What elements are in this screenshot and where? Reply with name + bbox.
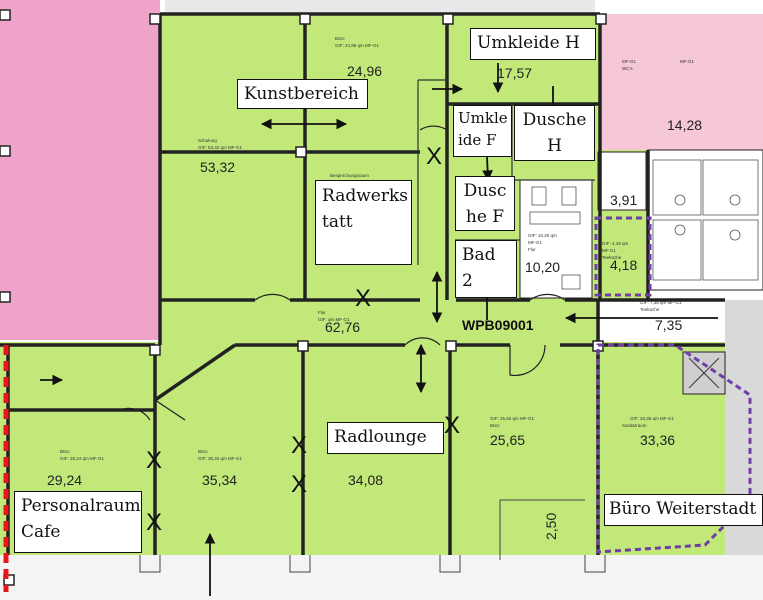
label-umkleide-f-line1: Umkle — [458, 109, 508, 127]
label-dusche-f-line1: Dusc — [463, 181, 507, 201]
x-mark-5: X — [291, 432, 307, 459]
tiny-t11: GIF: 35,34 qm MF-G1 — [198, 456, 243, 461]
label-kunstbereich: Kunstbereich — [237, 79, 368, 109]
label-personalraum-line2: Cafe — [21, 522, 61, 542]
door-swings — [119, 125, 566, 421]
bottom-steps — [139, 499, 606, 573]
area-r2: 17,57 — [497, 65, 532, 81]
label-dusche-h-line2: H — [547, 136, 562, 156]
area-r15: 2,50 — [543, 513, 559, 540]
area-r11: 35,34 — [202, 472, 237, 488]
label-umkleide-h: Umkleide H — [470, 28, 596, 60]
left-pink-zone — [0, 0, 160, 340]
area-r12: 34,08 — [348, 472, 383, 488]
tiny-t4: GIF: 53,32 qm MF-G1 — [198, 145, 243, 150]
tiny-t16: Sanitärraum — [622, 423, 647, 428]
area-r8: 62,76 — [325, 319, 360, 335]
label-personalraum-cafe: Personalraum Cafe — [14, 491, 142, 553]
tiny-t21: Teeküche — [640, 307, 660, 312]
bottom-white-zone — [0, 555, 763, 600]
purple-dashed-teekueche — [594, 216, 652, 297]
sanitary-fixtures — [529, 186, 581, 290]
tiny-t7: GIF: qm MF-G1 — [318, 317, 350, 322]
label-dusche-f: Dusc he F — [455, 176, 515, 231]
area-r4: 53,32 — [200, 159, 235, 175]
label-buero-weiterstadt: Büro Weiterstadt — [604, 494, 763, 526]
tiny-t6: Flur — [318, 310, 326, 315]
label-radwerkstatt-line1: Radwerks — [322, 186, 408, 206]
tiny-t1: Büro — [335, 36, 345, 41]
top-right-pink-zone — [600, 14, 763, 152]
x-mark-1: X — [426, 143, 442, 170]
area-r14: 33,36 — [640, 432, 675, 448]
label-umkleide-f: Umkle ide F — [453, 105, 512, 157]
tiny-t14: Büro — [490, 423, 500, 428]
tiny-t13: GIF: 25,65 qm MF-G1 — [490, 416, 535, 421]
label-dusche-h-line1: Dusche — [522, 110, 587, 130]
area-r10: 29,24 — [47, 472, 82, 488]
area-r3: 14,28 — [667, 117, 702, 133]
label-radwerkstatt: Radwerks tatt — [315, 180, 412, 265]
tiny-t3: Schulung — [198, 138, 217, 143]
tiny-t9: GIF: 29,24 qm MF-G1 — [60, 456, 105, 461]
label-dusche-f-line2: he F — [465, 207, 505, 227]
x-mark-4: X — [146, 509, 162, 536]
label-umkleide-f-line2: ide F — [458, 131, 497, 149]
sanitary-10-20 — [519, 179, 593, 299]
area-r7: 4,18 — [610, 257, 637, 273]
label-radlounge: Radlounge — [327, 422, 444, 454]
tiny-t22: GIF: 4,18 qm — [602, 241, 629, 246]
tiny-t17: GIF: 10,20 qm — [528, 233, 557, 238]
right-gray-zone — [725, 300, 763, 600]
label-radwerkstatt-line2: tatt — [322, 212, 353, 232]
x-mark-3: X — [146, 447, 162, 474]
tiny-t23: MF-G1 — [602, 248, 616, 253]
label-dusche-h: Dusche H — [514, 105, 595, 161]
area-r6: 10,20 — [525, 259, 560, 275]
top-hatch-zone — [165, 0, 595, 14]
area-r13: 25,65 — [490, 432, 525, 448]
area-r9: 7,35 — [655, 317, 682, 333]
label-bad-2: Bad 2 — [455, 240, 517, 298]
tiny-t18: MF-G1 — [528, 240, 542, 245]
small-white-room — [597, 151, 647, 211]
tiny-t8: Büro — [60, 449, 70, 454]
x-mark-6: X — [291, 471, 307, 498]
tiny-t20: GIF: 7,35 qm MF-G1 — [640, 300, 682, 305]
tiny-t15: GIF: 33,36 qm MF-G1 — [630, 416, 675, 421]
area-r1: 24,96 — [347, 63, 382, 79]
x-mark-7: X — [444, 412, 460, 439]
tiny-t19: Flur — [528, 247, 536, 252]
tiny-t27: MF-G1 — [680, 59, 694, 64]
room-code: WPB09001 — [462, 317, 534, 333]
wc-cubicles — [652, 159, 759, 281]
stair-symbol — [688, 357, 720, 389]
tiny-t5: Besprechungsraum — [330, 173, 369, 178]
x-mark-2: X — [355, 285, 371, 312]
tiny-t25: MF-G1 — [622, 59, 636, 64]
label-personalraum-line1: Personalraum — [21, 496, 141, 516]
arrows — [40, 63, 718, 596]
area-r5: 3,91 — [610, 192, 637, 208]
tiny-t26: WC's — [622, 66, 633, 71]
tiny-t2: GIF: 24,96 qm MF-G1 — [335, 43, 380, 48]
tiny-t10: Büro — [198, 449, 208, 454]
tiny-t24: Teeküche — [602, 255, 622, 260]
